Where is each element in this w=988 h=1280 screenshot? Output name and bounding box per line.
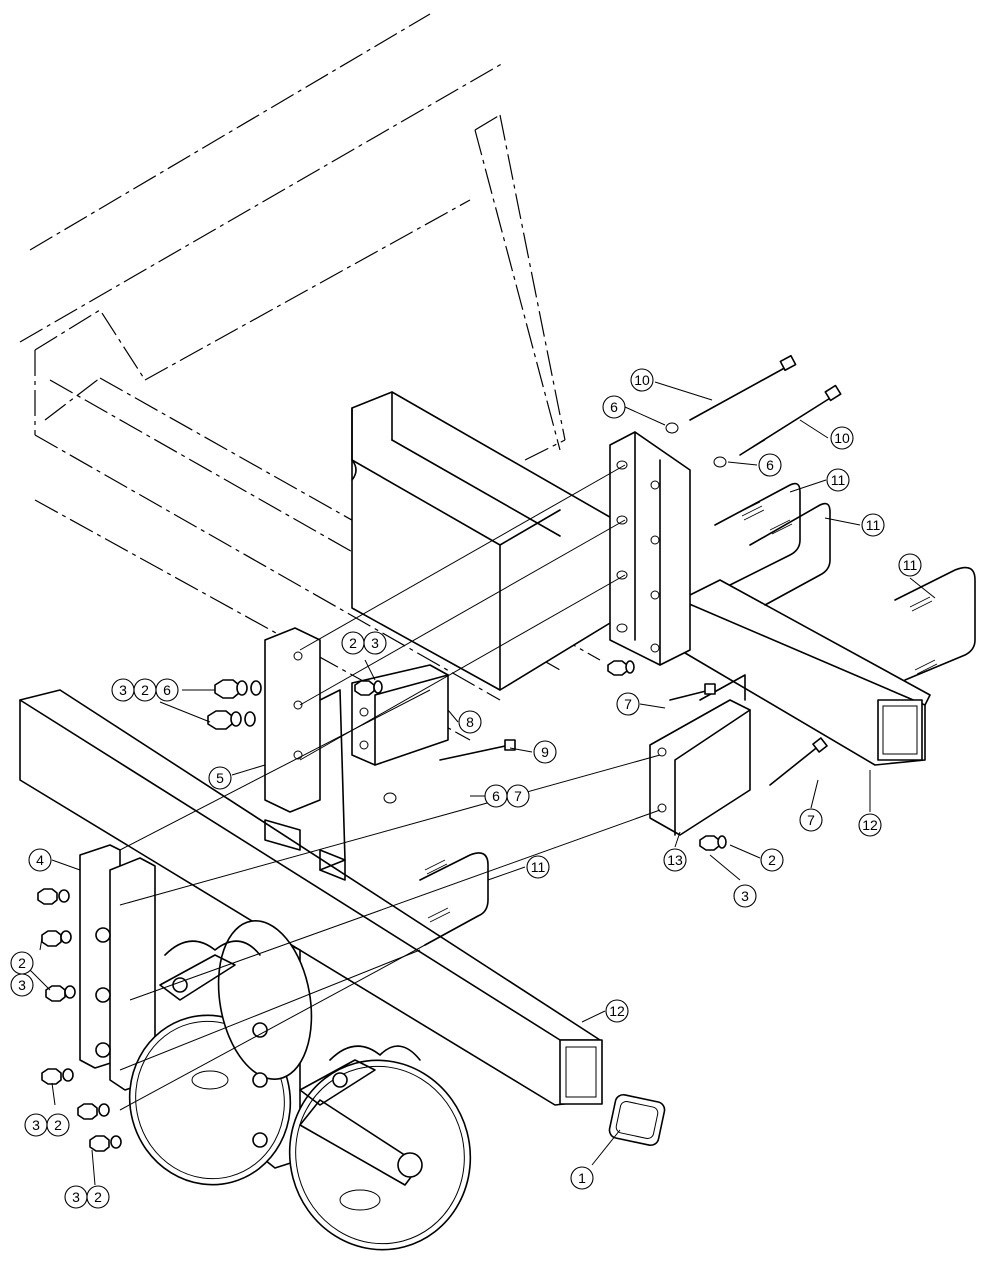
callout-3-2-a-label-b: 2	[54, 1117, 62, 1133]
callout-4-label: 4	[36, 852, 44, 868]
callout-6a-label: 6	[610, 399, 618, 415]
callout-3a-label: 3	[741, 888, 749, 904]
callout-5: 5	[208, 766, 232, 790]
callout-10a: 10	[630, 368, 654, 392]
callout-3-2-b-label-b: 2	[94, 1189, 102, 1205]
callout-6-7-label-a: 6	[492, 788, 500, 804]
callout-11c: 11	[898, 553, 922, 577]
callout-2a: 2	[760, 848, 784, 872]
callout-2a-label: 2	[768, 852, 776, 868]
callout-3-2-a: 3 2	[24, 1113, 70, 1137]
callout-12b: 12	[605, 999, 629, 1023]
u-bolts	[419, 482, 976, 946]
callout-6-7: 6 7	[484, 784, 530, 808]
square-tube-lower	[19, 689, 603, 1106]
callout-7b-label: 7	[807, 812, 815, 828]
bracket-13	[649, 674, 828, 836]
end-cap	[608, 1093, 666, 1147]
callout-8: 8	[458, 710, 482, 734]
callout-3-2-6-label-b: 2	[141, 682, 149, 698]
callout-3b: 3	[10, 973, 34, 997]
callout-5-label: 5	[216, 770, 224, 786]
callout-3a: 3	[733, 884, 757, 908]
leaders	[24, 381, 936, 1186]
callout-2-3-label-b: 3	[371, 635, 379, 651]
callout-13: 13	[663, 848, 687, 872]
callout-2-3-label-a: 2	[349, 635, 357, 651]
callout-13-label: 13	[667, 852, 683, 868]
callout-3-2-6: 3 2 6	[111, 678, 179, 702]
callout-1: 1	[570, 1166, 594, 1190]
callout-6a: 6	[602, 395, 626, 419]
callout-10b: 10	[830, 426, 854, 450]
callout-11a: 11	[826, 468, 850, 492]
phantom-frame	[19, 13, 601, 741]
callout-2b-label: 2	[18, 955, 26, 971]
callout-10a-label: 10	[634, 372, 650, 388]
callout-7a-label: 7	[624, 696, 632, 712]
callout-11b-label: 11	[866, 517, 881, 533]
callout-7a: 7	[616, 692, 640, 716]
main-frame-tube	[351, 391, 616, 691]
callout-3-2-b-label-a: 3	[72, 1189, 80, 1205]
callout-4: 4	[28, 848, 52, 872]
callout-11c-label: 11	[903, 557, 918, 573]
callout-8-label: 8	[466, 714, 474, 730]
callout-3-2-6-label-a: 3	[119, 682, 127, 698]
callout-11d: 11	[526, 855, 550, 879]
callout-3b-label: 3	[18, 977, 26, 993]
callout-11b: 11	[861, 513, 885, 537]
nuts-washers	[207, 660, 727, 851]
callout-10b-label: 10	[834, 430, 850, 446]
callout-2-3: 2 3	[341, 631, 387, 655]
callout-6b: 6	[758, 453, 782, 477]
callout-7b: 7	[799, 808, 823, 832]
bolts-upper	[665, 354, 842, 468]
callout-12a: 12	[858, 813, 882, 837]
plate-5	[264, 627, 346, 881]
callout-12a-label: 12	[862, 817, 878, 833]
callout-9: 9	[533, 740, 557, 764]
callout-6-7-label-b: 7	[514, 788, 522, 804]
callout-6b-label: 6	[766, 457, 774, 473]
left-fasteners	[37, 888, 122, 1152]
assembly-lines	[119, 464, 661, 1111]
callout-3-2-a-label-a: 3	[32, 1117, 40, 1133]
square-tube-upper	[679, 579, 931, 766]
callout-3-2-b: 3 2	[64, 1185, 110, 1209]
callout-11a-label: 11	[831, 472, 846, 488]
gang-assembly	[79, 844, 472, 1251]
mount-plate-right	[609, 431, 691, 666]
callout-9-label: 9	[541, 744, 549, 760]
callout-11d-label: 11	[531, 859, 546, 875]
callout-1-label: 1	[578, 1170, 586, 1186]
callout-12b-label: 12	[609, 1003, 625, 1019]
callout-3-2-6-label-c: 6	[163, 682, 171, 698]
callout-2b: 2	[10, 951, 34, 975]
